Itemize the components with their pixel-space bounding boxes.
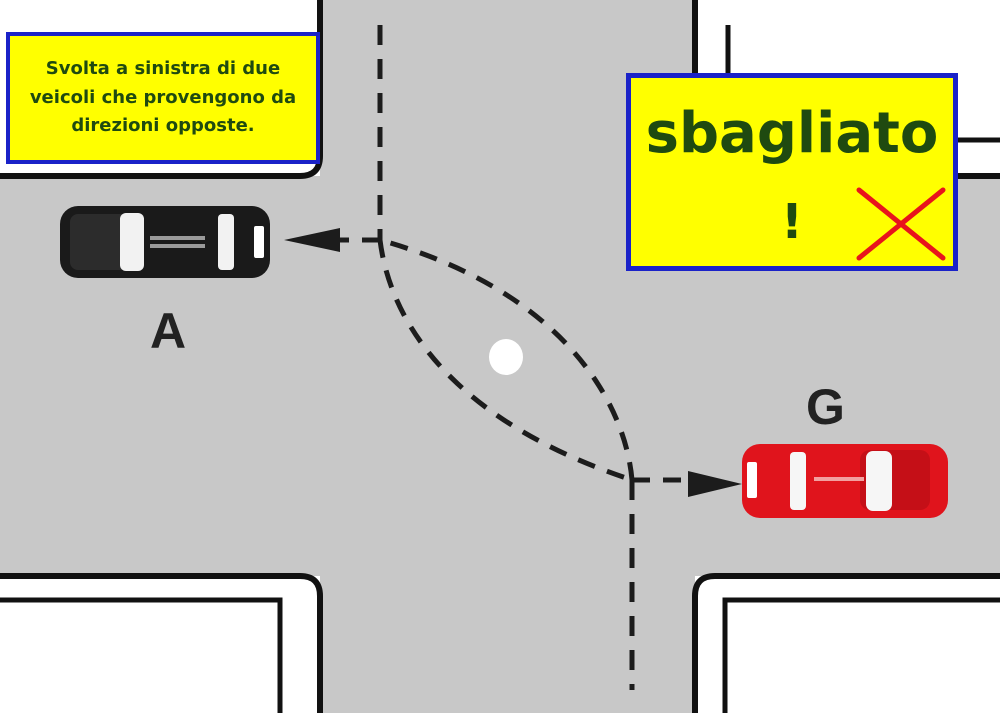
car-a bbox=[60, 206, 270, 278]
car-g bbox=[742, 444, 948, 518]
caption-panel: Svolta a sinistra di due veicoli che pro… bbox=[6, 32, 320, 164]
caption-text: Svolta a sinistra di due veicoli che pro… bbox=[30, 55, 296, 141]
caption-line-3: direzioni opposte. bbox=[71, 115, 255, 137]
verdict-word: sbagliato bbox=[645, 101, 939, 166]
arrow-to-g bbox=[688, 471, 742, 497]
intersection-center-dot bbox=[489, 339, 523, 375]
sidewalk-lines bbox=[0, 25, 1000, 713]
verdict-panel: sbagliato ! bbox=[626, 73, 958, 271]
car-g-label: G bbox=[806, 379, 845, 435]
caption-line-2: veicoli che provengono da bbox=[29, 86, 297, 108]
caption-line-1: Svolta a sinistra di due bbox=[45, 57, 281, 79]
verdict-exclamation: ! bbox=[781, 194, 803, 250]
car-a-label: A bbox=[150, 303, 187, 359]
arrow-to-a bbox=[284, 228, 340, 252]
cross-icon bbox=[856, 187, 946, 261]
center-lane-dashes bbox=[377, 25, 635, 690]
